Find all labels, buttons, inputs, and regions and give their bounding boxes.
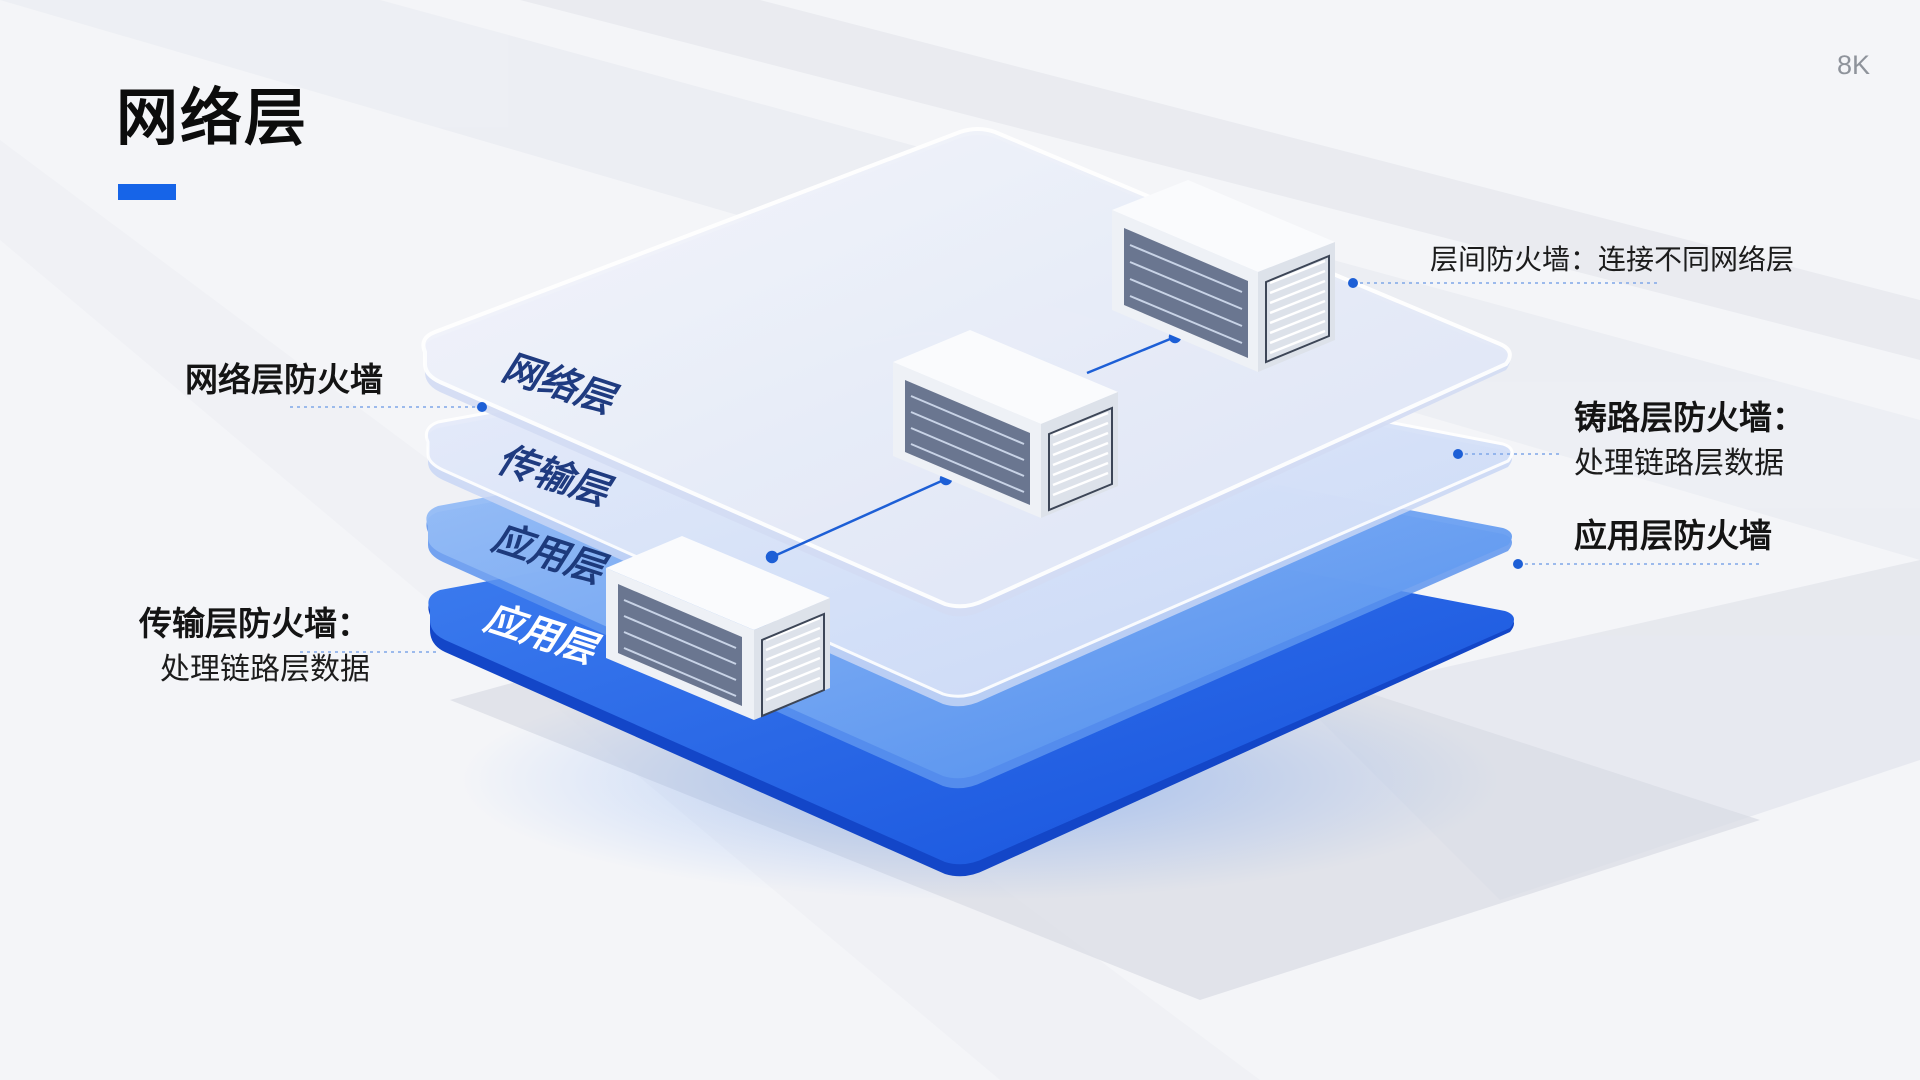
callout-title: 传输层防火墙： [139,604,370,643]
callout-dot [477,278,1523,569]
callout-network-firewall: 网络层防火墙 [185,356,383,404]
callout-desc: 处理链路层数据 [160,651,370,687]
resolution-badge: 8K [1836,50,1870,80]
callout-title: 网络层防火墙 [185,360,383,399]
callout-app-firewall: 应用层防火墙 [1574,512,1772,560]
callout-title: 应用层防火墙 [1574,516,1772,555]
server-icon [606,536,830,720]
callout-leaders [290,282,1760,653]
callout-inter-layer-firewall: 层间防火墙：连接不同网络层 [1430,240,1794,281]
callout-text: 层间防火墙：连接不同网络层 [1430,243,1795,276]
title-accent-bar [118,184,176,200]
callout-desc: 处理链路层数据 [1574,445,1784,481]
server-icon [893,330,1118,518]
callout-link-firewall: 铸路层防火墙： 处理链路层数据 [1574,394,1805,485]
callout-title: 铸路层防火墙： [1574,398,1805,437]
server-icon [1112,180,1335,372]
page-title: 网络层 [116,81,309,154]
callout-transport-firewall: 传输层防火墙： 处理链路层数据 [139,600,370,691]
